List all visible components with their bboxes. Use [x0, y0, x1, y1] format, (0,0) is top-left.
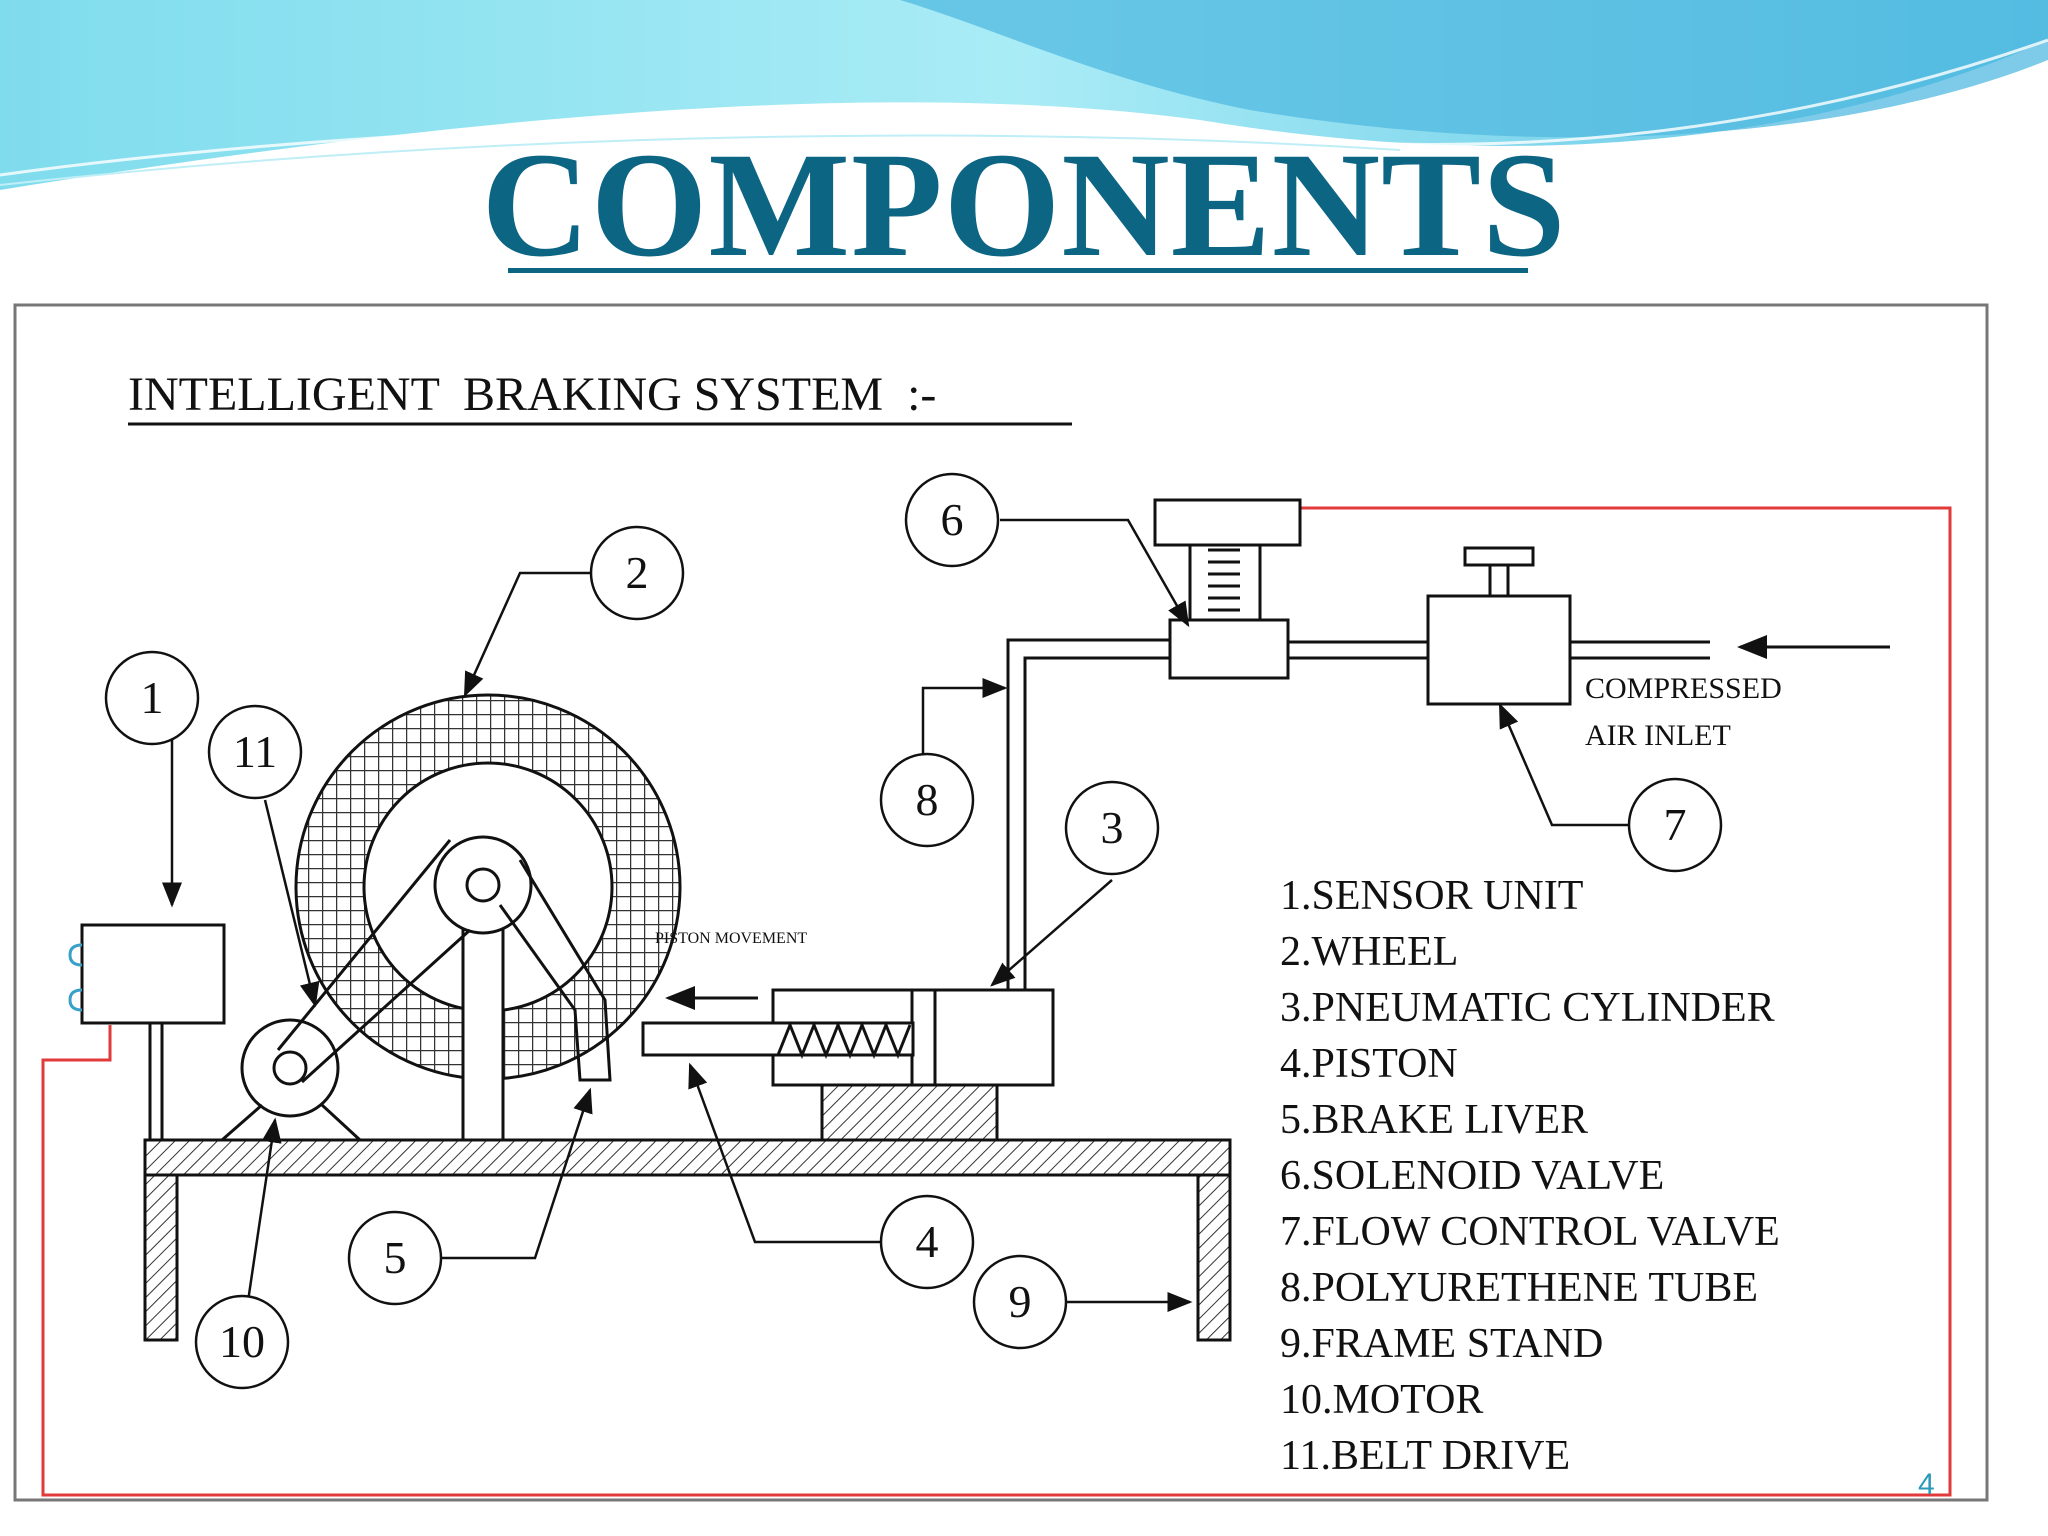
- legend-item: 2.WHEEL: [1280, 929, 1458, 975]
- slide-title: COMPONENTS: [481, 122, 1567, 288]
- callout-1: 1: [104, 650, 200, 746]
- callout-4-number: 4: [916, 1216, 939, 1267]
- diagram-heading: INTELLIGENT BRAKING SYSTEM :-: [128, 368, 936, 421]
- legend-item: 9.FRAME STAND: [1280, 1321, 1603, 1367]
- motor-and-belt: [221, 839, 472, 1142]
- pneumatic-cylinder: [641, 986, 1055, 1087]
- legend-item: 1.SENSOR UNIT: [1280, 873, 1583, 919]
- callout-8: 8: [879, 752, 975, 848]
- legend-item: 5.BRAKE LIVER: [1280, 1097, 1588, 1143]
- callout-4: 4: [879, 1194, 975, 1290]
- compressed-air-label-line2: AIR INLET: [1585, 719, 1731, 752]
- solenoid-valve: [1153, 498, 1430, 680]
- callout-5-number: 5: [384, 1232, 407, 1283]
- callout-11: 11: [207, 704, 303, 800]
- callout-3-number: 3: [1101, 802, 1124, 853]
- callout-3: 3: [1064, 780, 1160, 876]
- flow-control-valve: [1426, 546, 1890, 706]
- polyurethane-tube: [1006, 638, 1172, 990]
- callout-6-number: 6: [941, 494, 964, 545]
- callout-9: 9: [972, 1254, 1068, 1350]
- compressed-air-label-line1: COMPRESSED: [1585, 672, 1782, 705]
- leader-lines: [162, 518, 1628, 1343]
- component-legend: 1.SENSOR UNIT 2.WHEEL 3.PNEUMATIC CYLIND…: [1280, 873, 1780, 1479]
- callout-9-number: 9: [1009, 1276, 1032, 1327]
- callout-1-number: 1: [141, 672, 164, 723]
- callout-11-number: 11: [233, 726, 277, 777]
- brake-lever-assembly: [433, 835, 612, 1142]
- callout-2: 2: [589, 525, 685, 621]
- callout-2-number: 2: [626, 547, 649, 598]
- callout-8-number: 8: [916, 774, 939, 825]
- callout-10-number: 10: [219, 1316, 265, 1367]
- legend-item: 7.FLOW CONTROL VALVE: [1280, 1209, 1780, 1255]
- piston-movement-label: PISTON MOVEMENT: [655, 930, 807, 947]
- legend-item: 8.POLYURETHENE TUBE: [1280, 1265, 1758, 1311]
- legend-item: 10.MOTOR: [1280, 1377, 1483, 1423]
- page-number: 4: [1918, 1468, 1935, 1501]
- diagram-frame: [13, 303, 1989, 1502]
- callout-10: 10: [194, 1294, 290, 1390]
- header-wave-decoration: [0, 0, 2048, 190]
- sensor-unit: [68, 923, 226, 1140]
- frame-stand: [143, 1083, 1232, 1342]
- callout-7: 7: [1627, 777, 1723, 873]
- callout-5: 5: [347, 1210, 443, 1306]
- callout-6: 6: [904, 472, 1000, 568]
- callout-7-number: 7: [1664, 799, 1687, 850]
- legend-item: 4.PISTON: [1280, 1041, 1458, 1087]
- title-underline: [508, 268, 1528, 273]
- red-wiring: [41, 506, 1952, 1497]
- legend-item: 6.SOLENOID VALVE: [1280, 1153, 1664, 1199]
- legend-item: 11.BELT DRIVE: [1280, 1433, 1570, 1479]
- legend-item: 3.PNEUMATIC CYLINDER: [1280, 985, 1775, 1031]
